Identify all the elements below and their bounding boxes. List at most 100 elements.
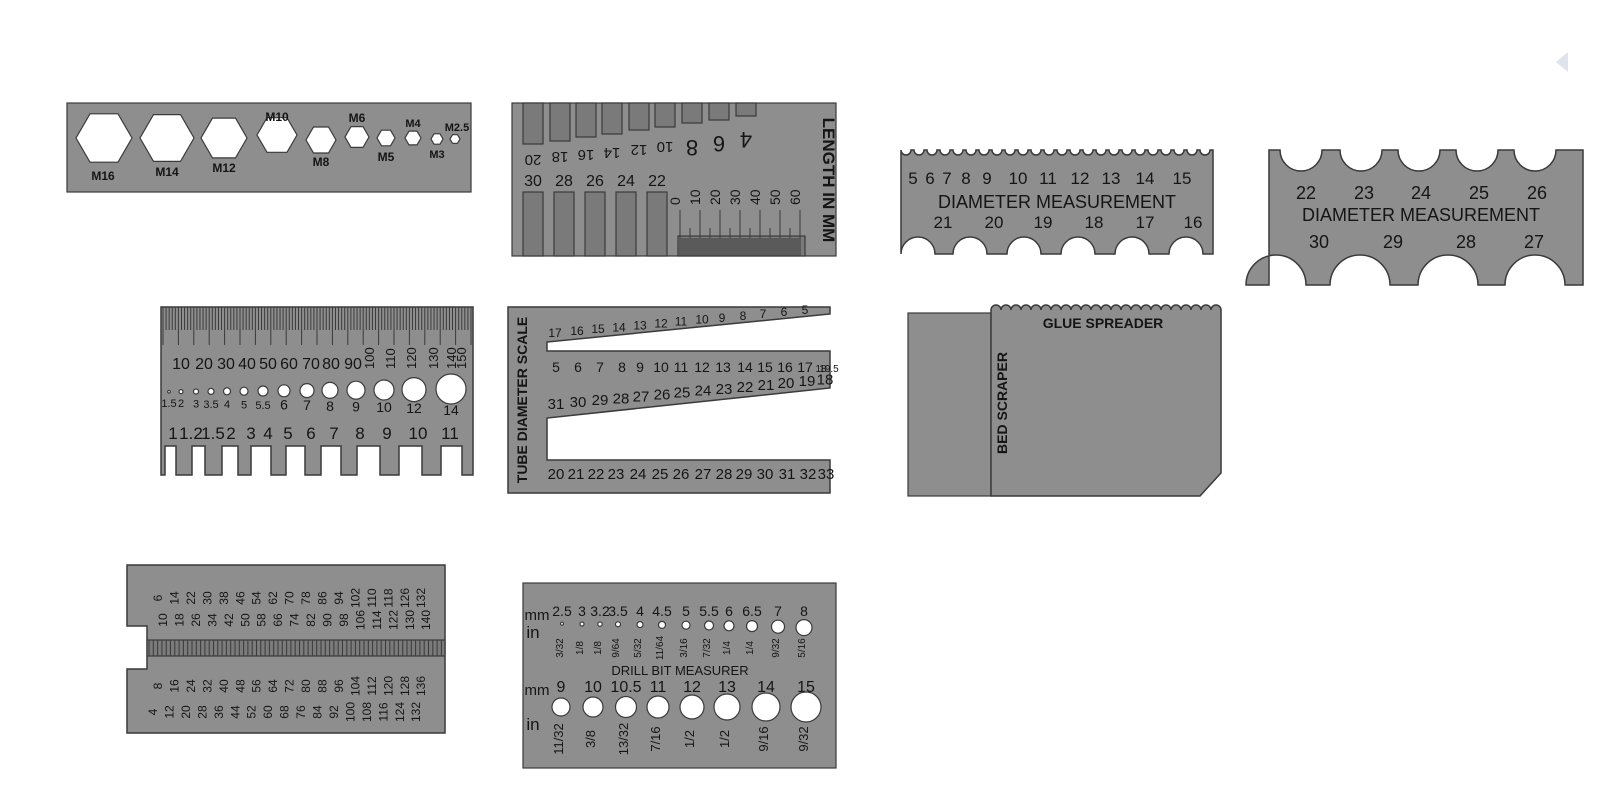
hex-hole <box>404 130 422 146</box>
length-slot <box>681 102 703 124</box>
comb-ruler-label: 150 <box>454 347 469 369</box>
drill-hole <box>790 691 822 723</box>
tube-label: 13 <box>715 359 731 375</box>
diameter-small-plate <box>900 149 1214 255</box>
chevron-left-icon[interactable] <box>1552 50 1572 74</box>
drill-in-value: 5/32 <box>633 638 644 658</box>
hex-size-label: M14 <box>155 165 179 179</box>
diameter-label: 16 <box>1184 213 1203 232</box>
tube-label: 27 <box>633 388 650 405</box>
length-slot <box>654 102 676 128</box>
tube-label: 24 <box>630 466 647 483</box>
drill-hole <box>551 697 571 717</box>
length-slot <box>601 102 623 135</box>
tube-label: 29 <box>736 466 753 483</box>
drill-hole <box>723 620 735 632</box>
drill-hole <box>636 620 644 629</box>
hex-size-label: M8 <box>313 155 330 169</box>
tube-label: 7 <box>760 307 767 321</box>
diameter-label: 14 <box>1136 169 1155 188</box>
diameter-label: 29 <box>1383 232 1403 252</box>
pitch-label: 90 <box>321 613 335 627</box>
length-label: 18 <box>552 148 569 165</box>
comb-slot-label: 10 <box>409 424 428 443</box>
drill-in-value: 1/8 <box>593 641 604 655</box>
tube-label: 28 <box>716 466 733 483</box>
pitch-label: 70 <box>283 591 297 605</box>
diameter-label: 25 <box>1469 183 1489 203</box>
tube-label: 24 <box>695 383 712 400</box>
comb-hole-label: 14 <box>443 402 459 418</box>
diameter-large-plate <box>1245 149 1584 286</box>
comb-hole <box>192 388 200 395</box>
tube-label: 27 <box>695 466 712 483</box>
hex-hole <box>256 117 298 153</box>
tube-label: 19.5 <box>819 364 839 375</box>
comb-hole <box>277 384 291 398</box>
comb-ruler-label: 80 <box>322 356 340 373</box>
diameter-label: 10 <box>1009 169 1028 188</box>
pitch-label: 124 <box>393 702 407 722</box>
tube-label: 12 <box>654 317 668 331</box>
length-label: 8 <box>686 135 698 160</box>
pitch-strip <box>146 639 446 657</box>
length-label: 4 <box>740 127 752 152</box>
tube-label: 25 <box>674 385 691 402</box>
tube-title: TUBE DIAMETER SCALE <box>514 317 530 483</box>
comb-hole <box>178 389 184 395</box>
hex-size-label: M16 <box>91 169 115 183</box>
drill-title: DRILL BIT MEASURER <box>611 663 748 678</box>
drill-hole <box>795 618 813 637</box>
drill-in-value: 1/2 <box>717 730 732 748</box>
comb-hole-label: 12 <box>406 400 422 416</box>
diameter-label: 6 <box>925 169 934 188</box>
pitch-label: 8 <box>151 682 165 689</box>
pitch-label: 12 <box>162 705 176 719</box>
tube-label: 16 <box>570 324 584 338</box>
pitch-label: 118 <box>381 588 395 607</box>
drill-in-value: 13/32 <box>616 723 631 756</box>
tube-label: 30 <box>570 394 587 411</box>
length-label: 14 <box>604 144 621 161</box>
comb-ruler-label: 40 <box>238 356 256 373</box>
pitch-label: 132 <box>414 588 428 608</box>
length-slot <box>584 191 606 257</box>
drill-hole <box>597 621 603 627</box>
drill-mm-value: 11 <box>650 679 667 696</box>
comb-hole <box>346 380 366 400</box>
drill-mm-value: 9 <box>557 679 566 696</box>
pitch-label: 116 <box>376 702 390 721</box>
diameter-label: 17 <box>1136 213 1155 232</box>
comb-hole <box>321 381 339 399</box>
pitch-label: 26 <box>189 613 203 627</box>
pitch-label: 28 <box>195 705 209 719</box>
comb-ruler-label: 120 <box>404 347 419 369</box>
pitch-label: 32 <box>200 679 214 693</box>
comb-hole-label: 5.5 <box>255 400 270 412</box>
ruler-label: 0 <box>667 197 683 205</box>
comb-slot-label: 1.5 <box>201 424 225 443</box>
pitch-label: 18 <box>172 613 186 627</box>
tube-label: 29 <box>592 392 609 409</box>
pitch-label: 114 <box>370 610 384 629</box>
pitch-label: 30 <box>200 591 214 605</box>
pitch-label: 76 <box>294 705 308 719</box>
diameter-title: DIAMETER MEASUREMENT <box>938 192 1176 212</box>
diameter-label: 22 <box>1296 183 1316 203</box>
comb-hole <box>373 379 395 401</box>
tube-label: 19 <box>799 373 816 390</box>
tube-label: 18 <box>817 371 834 388</box>
tube-label: 25 <box>652 466 669 483</box>
comb-hole-label: 2 <box>178 398 184 410</box>
ruler-label: 60 <box>787 189 803 205</box>
pitch-label: 6 <box>151 594 165 601</box>
comb-ruler-label: 10 <box>172 356 190 373</box>
comb-slot-label: 9 <box>382 424 391 443</box>
pitch-label: 64 <box>266 679 280 693</box>
pitch-label: 20 <box>179 705 193 719</box>
diameter-label: 5 <box>908 169 917 188</box>
tube-label: 5 <box>552 359 560 375</box>
diameter-label: 12 <box>1071 169 1090 188</box>
drill-hole <box>751 692 781 722</box>
drill-mm-value: 5 <box>682 603 690 619</box>
